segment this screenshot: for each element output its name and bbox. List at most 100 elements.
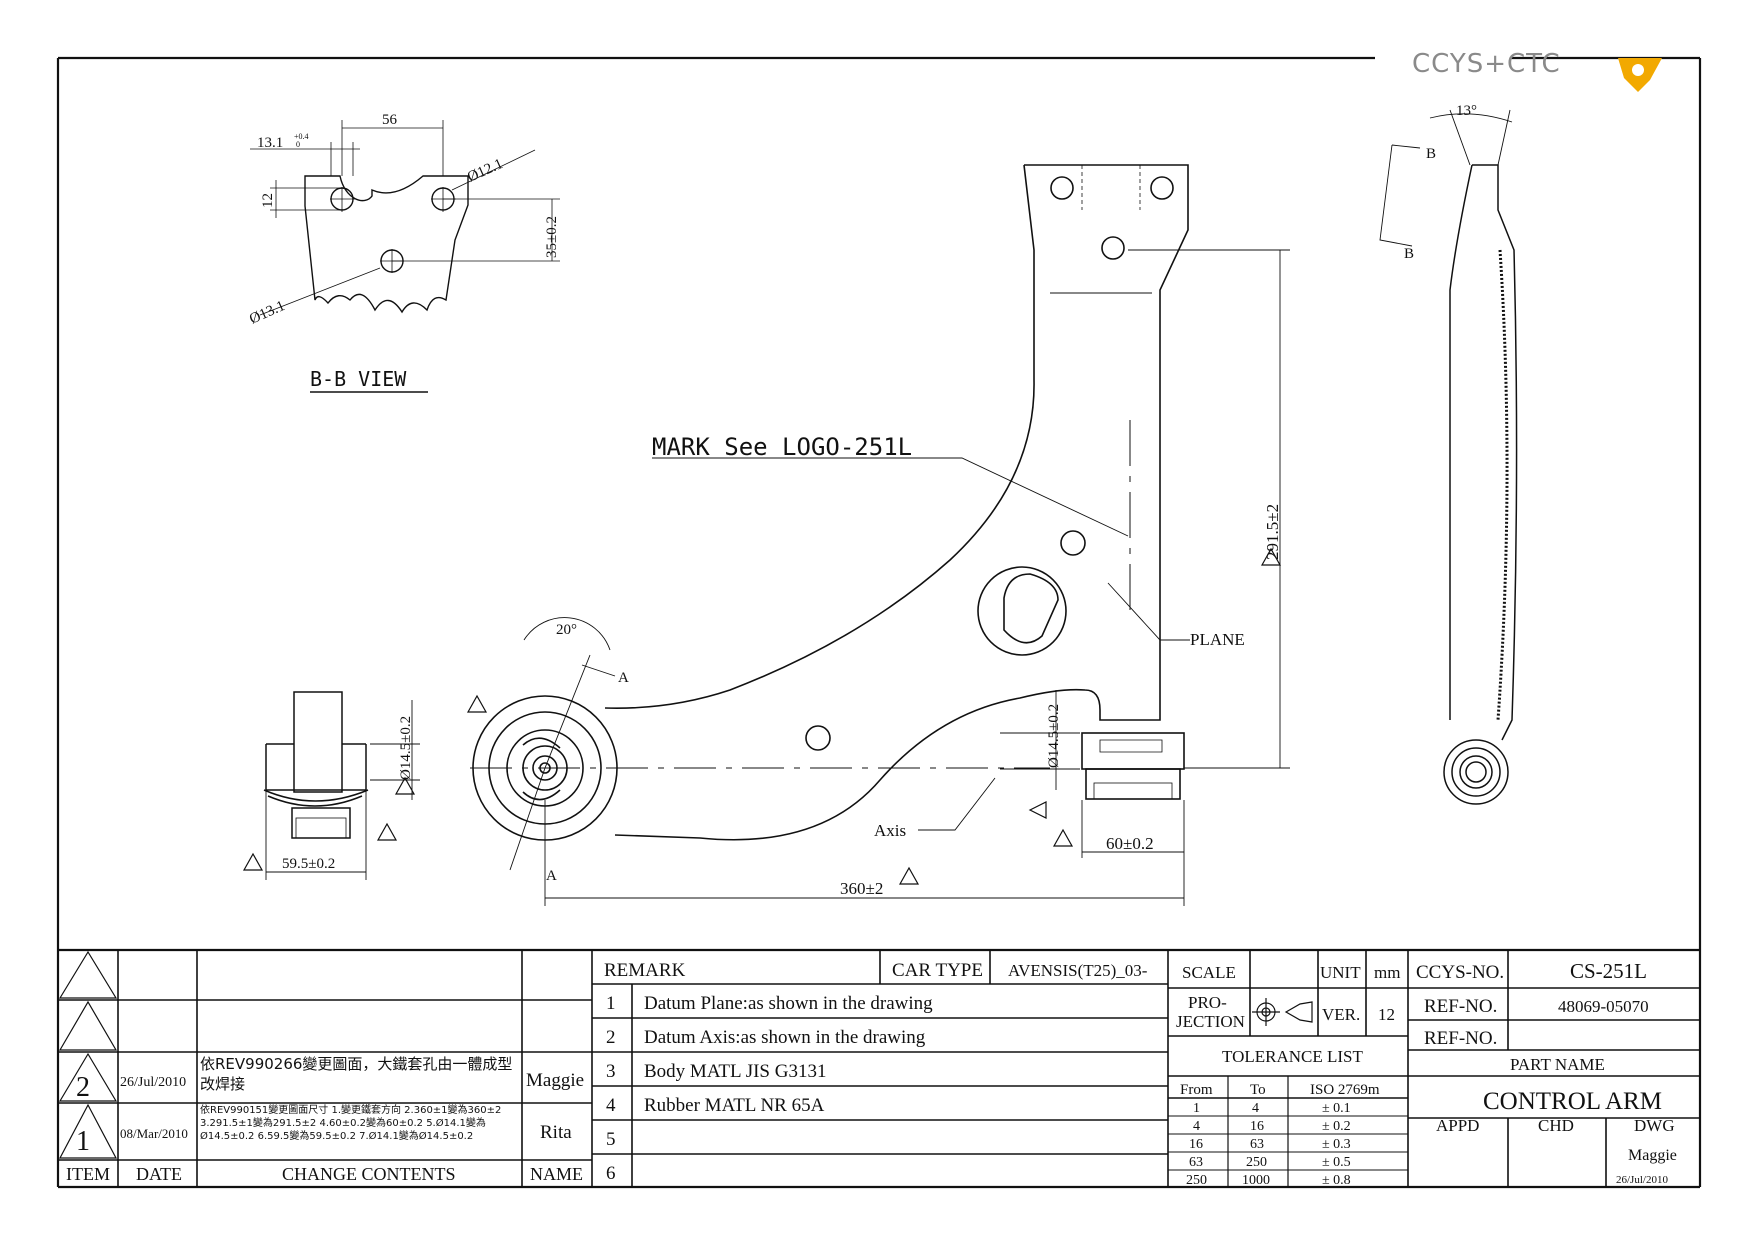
tol-row-from: 1 bbox=[1193, 1101, 1200, 1116]
part-name-label: PART NAME bbox=[1510, 1055, 1605, 1074]
spec-block-text: SCALE UNIT mm PRO- JECTION VER. 12 TOLER… bbox=[1176, 963, 1400, 1188]
axis-label: Axis bbox=[874, 821, 906, 840]
remark-1-text: Datum Plane:as shown in the drawing bbox=[644, 993, 933, 1014]
mark-note: MARK See LOGO-251L bbox=[652, 433, 912, 461]
spec-block-grid bbox=[1168, 950, 1409, 1187]
title-block-text: CCYS-NO. CS-251L REF-NO. 48069-05070 REF… bbox=[1416, 959, 1677, 1186]
dim-59-5: 59.5±0.2 bbox=[282, 856, 335, 872]
remark-1-num: 1 bbox=[606, 993, 616, 1014]
rev-2-item: 2 bbox=[76, 1072, 90, 1103]
tol-header-iso: ISO 2769m bbox=[1310, 1082, 1380, 1098]
tol-row-from: 16 bbox=[1189, 1137, 1203, 1152]
projection-label-1: PRO- bbox=[1188, 993, 1227, 1012]
rev-header-date: DATE bbox=[136, 1164, 182, 1184]
bb-dim-12: 12 bbox=[260, 193, 276, 208]
section-b-top: B bbox=[1426, 146, 1436, 162]
dim-291-5: 291.5±2 bbox=[1263, 504, 1282, 560]
ver-value: 12 bbox=[1378, 1005, 1395, 1024]
ccys-no-label: CCYS-NO. bbox=[1416, 962, 1504, 983]
part-name-value: CONTROL ARM bbox=[1483, 1088, 1662, 1115]
car-type-value: AVENSIS(T25)_03- bbox=[1008, 961, 1148, 980]
section-a-top: A bbox=[618, 670, 629, 686]
revision-block-text: 2 26/Jul/2010 依REV990266變更圖面，大鐵套孔由一體成型改焊… bbox=[66, 1055, 584, 1184]
rev-1-name: Rita bbox=[540, 1122, 572, 1143]
rev-1-date: 08/Mar/2010 bbox=[120, 1126, 188, 1141]
angle-20-label: 20° bbox=[556, 622, 577, 638]
rev-2-contents: 依REV990266變更圖面，大鐵套孔由一體成型改焊接 bbox=[200, 1055, 513, 1093]
section-a-bottom: A bbox=[546, 868, 557, 884]
rev-header-item: ITEM bbox=[66, 1164, 110, 1184]
title-block-grid bbox=[1408, 950, 1700, 1187]
plane-label: PLANE bbox=[1190, 630, 1245, 649]
bb-dim-56: 56 bbox=[382, 112, 398, 128]
tol-row-value: ± 0.2 bbox=[1322, 1119, 1351, 1134]
dwg-label: DWG bbox=[1634, 1116, 1675, 1135]
unit-label: UNIT bbox=[1320, 963, 1361, 982]
angle-13-label: 13° bbox=[1456, 103, 1477, 119]
dim-14-5-bushing: Ø14.5±0.2 bbox=[1046, 704, 1062, 768]
tol-header-to: To bbox=[1250, 1082, 1266, 1098]
dim-60: 60±0.2 bbox=[1106, 834, 1154, 853]
ref-no-label: REF-NO. bbox=[1424, 996, 1497, 1017]
tol-row-value: ± 0.8 bbox=[1322, 1173, 1351, 1188]
rev-2-date: 26/Jul/2010 bbox=[120, 1075, 186, 1090]
tol-row-value: ± 0.3 bbox=[1322, 1137, 1351, 1152]
tol-row-to: 63 bbox=[1250, 1137, 1264, 1152]
dwg-date: 26/Jul/2010 bbox=[1616, 1174, 1668, 1186]
dim-14-5-side: Ø14.5±0.2 bbox=[398, 716, 414, 780]
remark-header: REMARK bbox=[604, 960, 686, 981]
remark-2-text: Datum Axis:as shown in the drawing bbox=[644, 1027, 926, 1048]
remark-5-num: 5 bbox=[606, 1129, 616, 1150]
main-view-labels: MARK See LOGO-251L PLANE Axis 20° A A 29… bbox=[546, 433, 1282, 898]
ver-label: VER. bbox=[1322, 1005, 1360, 1024]
company-logo: CCYS+CTC bbox=[1412, 49, 1662, 92]
ccys-no-value: CS-251L bbox=[1570, 959, 1647, 983]
unit-value: mm bbox=[1374, 963, 1400, 982]
rev-1-item: 1 bbox=[76, 1126, 90, 1157]
tol-row-from: 250 bbox=[1186, 1173, 1207, 1188]
side-view-labels: Ø14.5±0.2 59.5±0.2 bbox=[282, 716, 414, 872]
tol-row-from: 4 bbox=[1193, 1119, 1200, 1134]
remark-6-num: 6 bbox=[606, 1163, 616, 1184]
projection-symbol bbox=[1252, 998, 1313, 1026]
bb-view-labels: 56 13.1 +0.4 0 12 35±0.2 Ø12.1 Ø13.1 B-B… bbox=[247, 112, 560, 391]
tol-row-to: 16 bbox=[1250, 1119, 1264, 1134]
ref-no-2-label: REF-NO. bbox=[1424, 1028, 1497, 1049]
remark-3-text: Body MATL JIS G3131 bbox=[644, 1061, 826, 1082]
bb-view-title: B-B VIEW bbox=[310, 367, 407, 391]
ball-joint-side-view bbox=[263, 691, 420, 880]
edge-view-labels: 13° B B bbox=[1404, 103, 1477, 262]
drawing-frame bbox=[56, 56, 1702, 1189]
car-type-label: CAR TYPE bbox=[892, 960, 983, 981]
rev-2-name: Maggie bbox=[526, 1070, 584, 1091]
tol-row-value: ± 0.1 bbox=[1322, 1101, 1351, 1116]
remark-2-num: 2 bbox=[606, 1027, 616, 1048]
revision-block-grid bbox=[58, 950, 593, 1187]
control-arm-main-view bbox=[470, 164, 1189, 841]
bb-dim-dia-12-1: Ø12.1 bbox=[465, 156, 505, 186]
logo-text: CCYS+CTC bbox=[1412, 49, 1561, 79]
remark-4-text: Rubber MATL NR 65A bbox=[644, 1095, 825, 1116]
projection-label-2: JECTION bbox=[1176, 1012, 1245, 1031]
bb-dim-13-1: 13.1 bbox=[257, 135, 283, 151]
tol-row-value: ± 0.5 bbox=[1322, 1155, 1351, 1170]
tol-row-to: 250 bbox=[1246, 1155, 1267, 1170]
tol-row-from: 63 bbox=[1189, 1155, 1203, 1170]
dim-360: 360±2 bbox=[840, 879, 883, 898]
datum-triangles bbox=[242, 547, 1282, 885]
control-arm-main-dims bbox=[509, 249, 1290, 906]
ref-no-value: 48069-05070 bbox=[1558, 997, 1649, 1016]
tol-row-to: 1000 bbox=[1242, 1173, 1270, 1188]
rev-header-contents: CHANGE CONTENTS bbox=[282, 1164, 456, 1184]
rev-1-contents: 依REV990151變更圖面尺寸 1.變更鐵套方向 2.360±1變為360±2… bbox=[200, 1105, 502, 1142]
scale-label: SCALE bbox=[1182, 963, 1236, 982]
remark-block-grid bbox=[592, 950, 1169, 1187]
bb-tol-lower: 0 bbox=[296, 140, 300, 149]
appd-label: APPD bbox=[1436, 1116, 1479, 1135]
bb-tol-upper: +0.4 bbox=[294, 132, 309, 141]
tol-header-from: From bbox=[1180, 1082, 1213, 1098]
arm-edge-view bbox=[1379, 109, 1518, 805]
section-b-bottom: B bbox=[1404, 246, 1414, 262]
remark-block-text: REMARK CAR TYPE AVENSIS(T25)_03- 1 Datum… bbox=[604, 960, 1148, 1184]
